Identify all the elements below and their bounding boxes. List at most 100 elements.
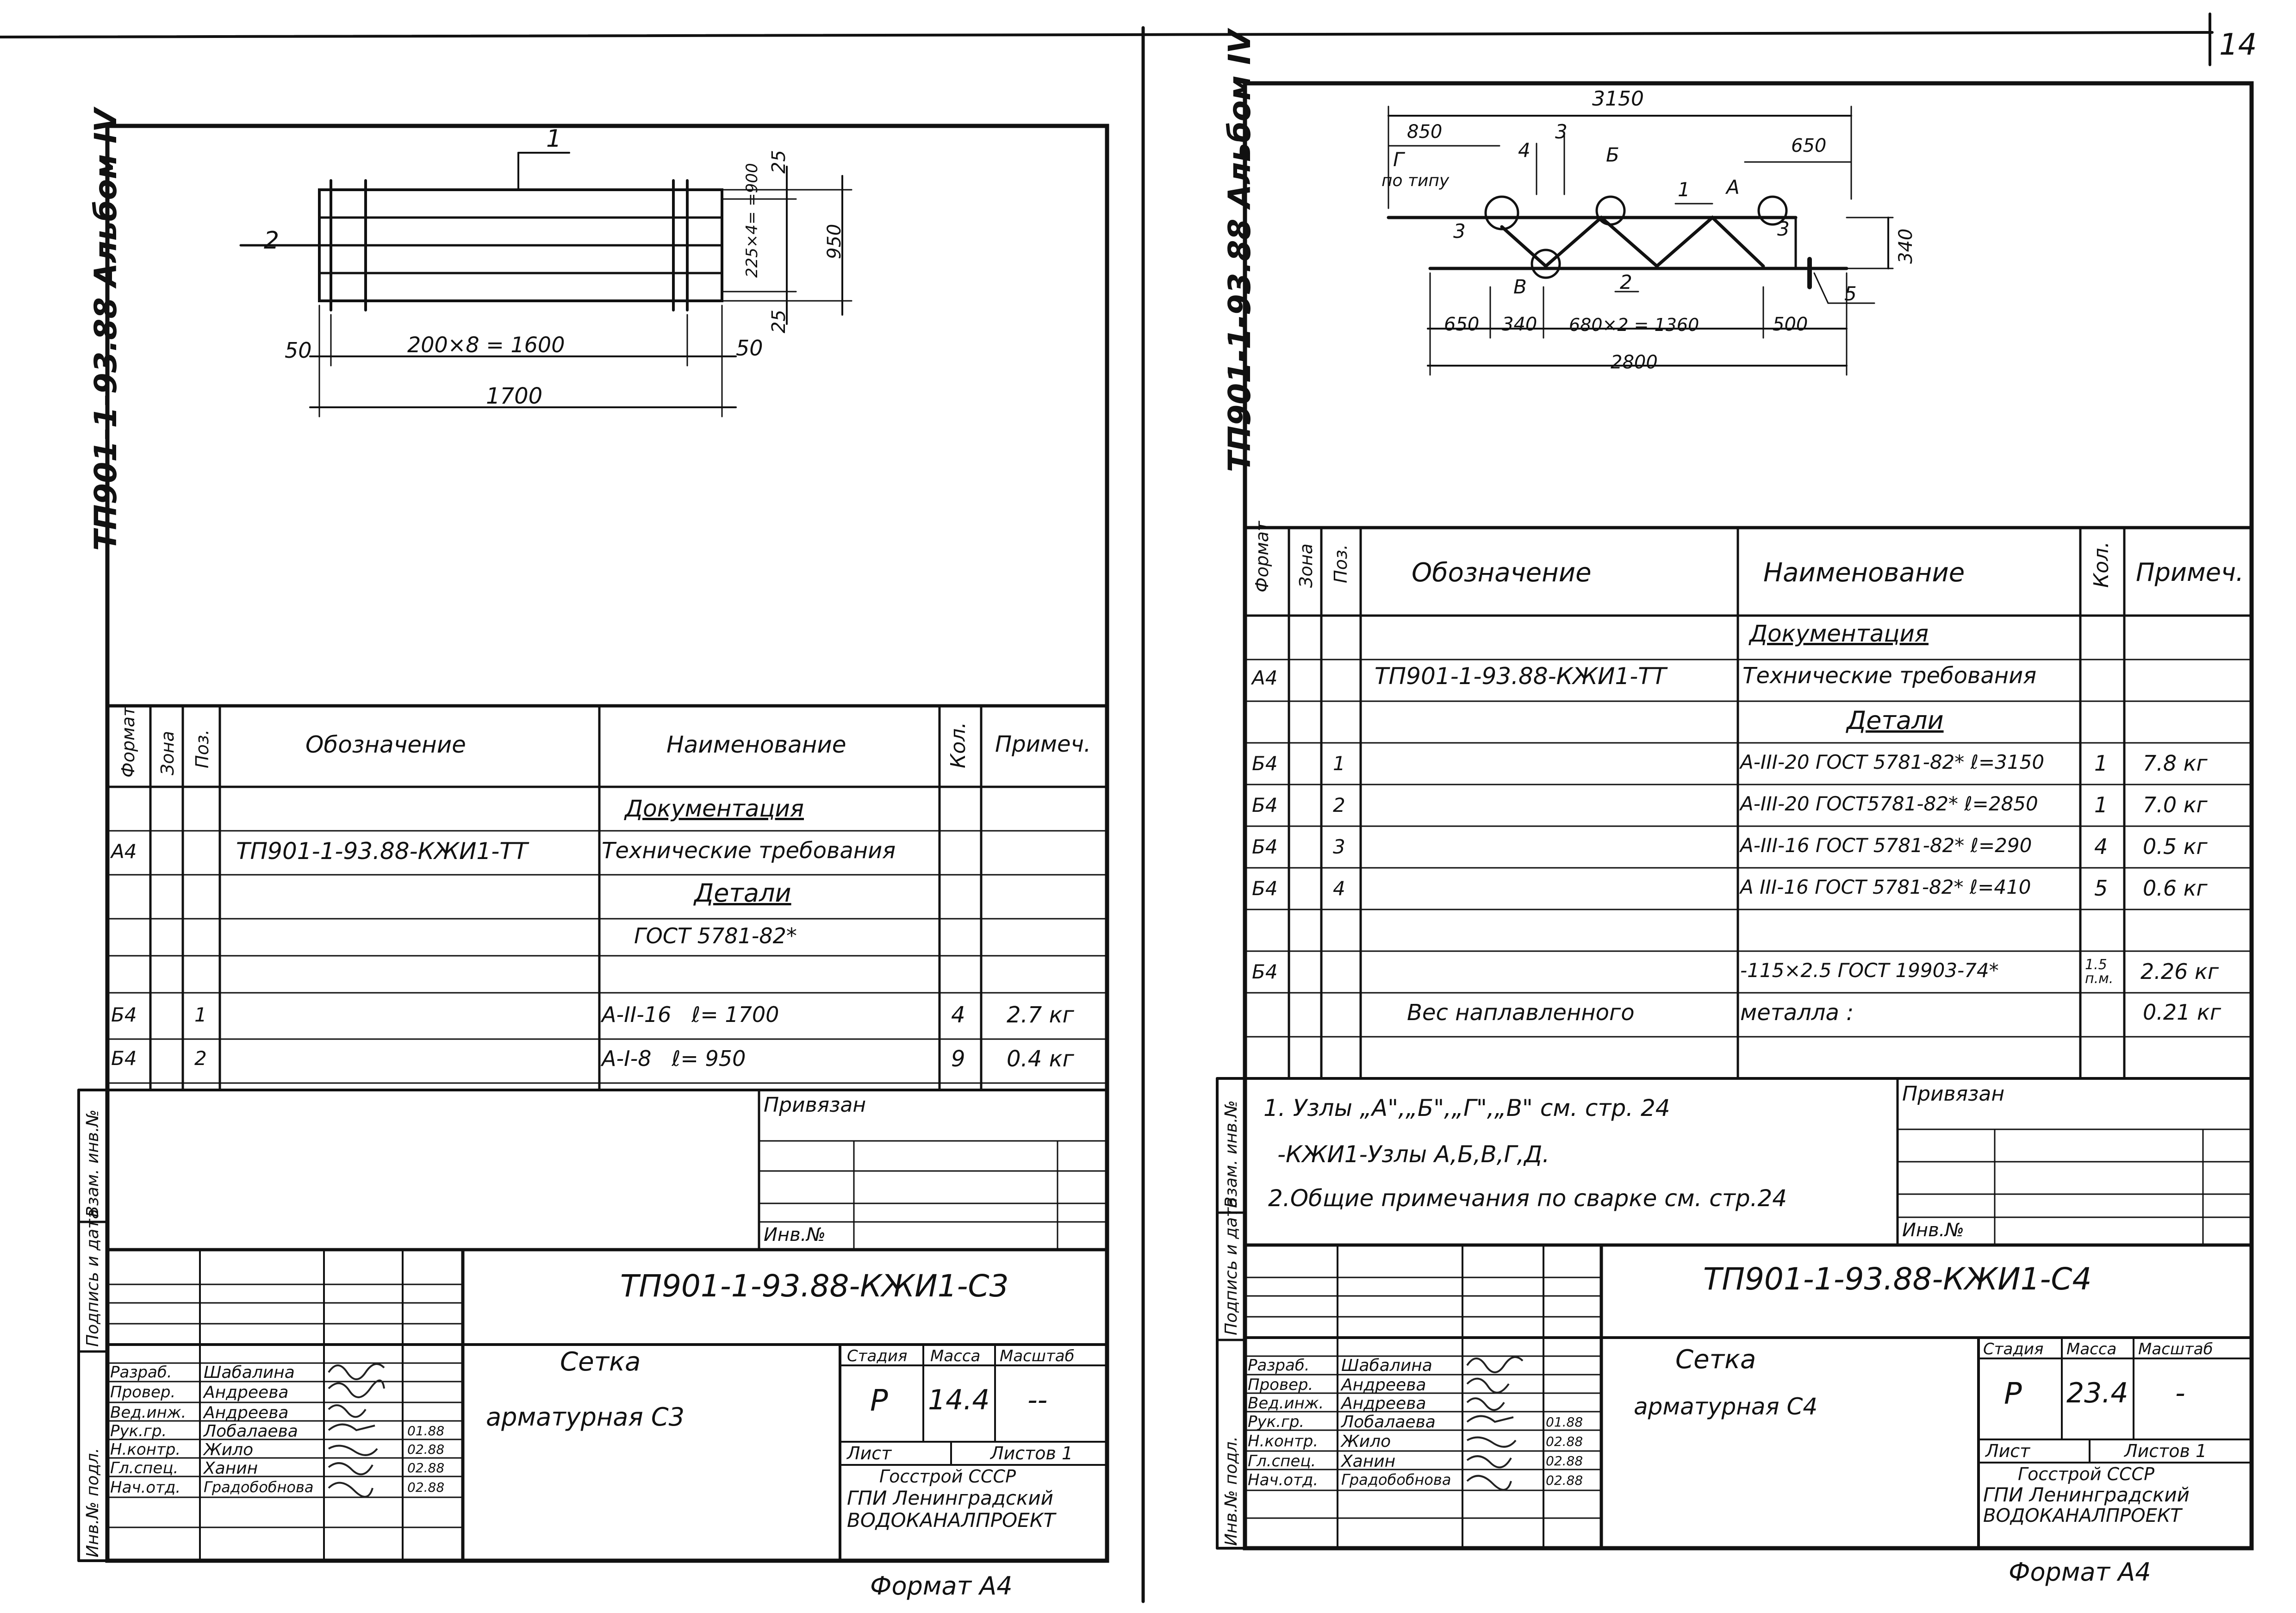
right-dim-height: 340 <box>1895 228 1916 264</box>
left-org-1: Госстрой СССР <box>879 1466 1016 1487</box>
left-stamp-side-2: Подпись и дата <box>83 1208 102 1347</box>
person-role: Нач.отд. <box>110 1478 181 1497</box>
right-row-name: -115×2.5 ГОСТ 19903-74* <box>1740 959 1999 982</box>
right-row-note: 0.5 кг <box>2143 834 2208 859</box>
person-role: Гл.спец. <box>1248 1452 1316 1470</box>
left-org-3: ВОДОКАНАЛПРОЕКТ <box>847 1509 1056 1532</box>
person-name: Ханин <box>1341 1452 1396 1471</box>
right-privyazan: Привязан <box>1902 1082 2005 1106</box>
person-name: Жило <box>1341 1432 1391 1451</box>
left-stamp-side-3: Взам. инв.№ <box>83 1109 102 1217</box>
right-node-b: Б <box>1606 143 1619 166</box>
left-inv-no: Инв.№ <box>764 1224 826 1246</box>
right-row-format: Б4 <box>1252 960 1278 983</box>
left-row-gost: ГОСТ 5781-82* <box>634 923 797 948</box>
right-row-designation: Вес наплавленного <box>1407 1000 1635 1026</box>
right-row-designation: ТП901-1-93.88-КЖИ1-ТТ <box>1375 663 1667 690</box>
left-privyazan: Привязан <box>764 1093 866 1117</box>
left-row-format: А4 <box>111 840 137 863</box>
left-stage-label: Стадия <box>847 1347 908 1365</box>
right-org-2: ГПИ Ленинградский <box>1983 1483 2190 1506</box>
person-date: 01.88 <box>1546 1414 1583 1430</box>
person-date: 02.88 <box>407 1480 445 1495</box>
right-row-details: Детали <box>1847 706 1944 735</box>
person-date: 02.88 <box>1546 1453 1583 1469</box>
right-node-g: Г <box>1393 148 1404 171</box>
left-row-name: Технические требования <box>602 838 896 864</box>
left-row-name: А-I-8 ℓ= 950 <box>602 1046 746 1071</box>
left-dim-end-left: 50 <box>285 338 312 363</box>
right-dim-bottom-total: 2800 <box>1611 352 1658 373</box>
right-p2: 2 <box>1620 271 1632 293</box>
right-p3-right: 3 <box>1777 218 1790 240</box>
left-row-name: А-II-16 ℓ= 1700 <box>602 1002 779 1027</box>
left-org-2: ГПИ Ленинградский <box>847 1487 1053 1509</box>
right-dim-b4: 500 <box>1773 314 1808 335</box>
right-row-qty: 1 <box>2094 792 2108 817</box>
left-hdr-zone: Зона <box>157 731 178 775</box>
right-row-pos: 2 <box>1333 794 1345 816</box>
left-dim-pos2: 2 <box>264 227 280 255</box>
left-row-doc: Документация <box>625 795 804 822</box>
right-note-3: 2.Общие примечания по сварке см. стр.24 <box>1268 1185 1787 1212</box>
right-p5: 5 <box>1844 282 1857 305</box>
person-name: Шабалина <box>1341 1356 1432 1375</box>
right-scale-label: Масштаб <box>2138 1340 2213 1358</box>
right-row-qty: 4 <box>2094 834 2108 859</box>
right-row-qty: 1 <box>2094 751 2108 776</box>
right-stage: Р <box>2004 1377 2022 1411</box>
left-dim-height-total: 950 <box>824 224 845 259</box>
left-hdr-name: Наименование <box>666 731 846 758</box>
left-row-qty: 9 <box>951 1046 965 1072</box>
left-row-details: Детали <box>694 878 791 908</box>
left-item-name-2: арматурная С3 <box>486 1402 684 1432</box>
person-role: Провер. <box>110 1383 176 1401</box>
left-row-note: 2.7 кг <box>1007 1002 1074 1028</box>
right-dim-b2: 340 <box>1502 314 1537 335</box>
right-node-a: А <box>1726 176 1740 199</box>
left-doc-code: ТП901-1-93.88-КЖИ1-С3 <box>620 1268 1009 1304</box>
person-name: Градобобнова <box>1341 1471 1451 1488</box>
left-format-label: Формат А4 <box>870 1571 1013 1601</box>
right-p1: 1 <box>1678 178 1690 201</box>
left-mass: 14.4 <box>928 1384 990 1416</box>
right-stamp-side-2: Подпись и дата <box>1222 1197 1241 1335</box>
right-inv-no: Инв.№ <box>1902 1220 1964 1241</box>
right-row-qty: 5 <box>2094 876 2108 901</box>
person-name: Андреева <box>204 1403 289 1422</box>
left-hdr-note: Примеч. <box>995 731 1091 757</box>
right-dim-top-left: 850 <box>1407 121 1443 143</box>
right-row-doc: Документация <box>1749 620 1929 647</box>
person-role: Рук.гр. <box>110 1422 167 1440</box>
left-hdr-qty: Кол. <box>946 722 970 768</box>
right-side-title: ТП901-1-93.88 Альбом IV <box>1222 30 1257 472</box>
left-row-qty: 4 <box>951 1002 965 1028</box>
person-date: 02.88 <box>1546 1473 1583 1488</box>
person-name: Лобалаева <box>204 1422 298 1441</box>
left-dim-width-total: 1700 <box>486 383 543 409</box>
person-role: Рук.гр. <box>1248 1413 1305 1431</box>
right-row-name: А-III-16 ГОСТ 5781-82* ℓ=290 <box>1740 834 2032 857</box>
right-row-name: металла : <box>1740 1000 1854 1026</box>
person-name: Шабалина <box>204 1363 295 1382</box>
right-format-label: Формат А4 <box>2009 1557 2151 1587</box>
right-row-format: А4 <box>1252 666 1278 689</box>
right-row-format: Б4 <box>1252 794 1278 816</box>
right-row-note: 7.8 кг <box>2143 751 2208 776</box>
left-dim-spacing: 200×8 = 1600 <box>407 332 565 357</box>
right-row-pos: 1 <box>1333 752 1345 775</box>
right-p4: 4 <box>1518 139 1531 162</box>
right-item-name-2: арматурная С4 <box>1634 1393 1818 1420</box>
person-date: 02.88 <box>407 1460 445 1476</box>
right-mass-label: Масса <box>2066 1340 2117 1358</box>
left-scale: -- <box>1027 1384 1048 1416</box>
right-row-note: 7.0 кг <box>2143 792 2208 817</box>
left-row-pos: 1 <box>194 1003 207 1026</box>
person-role: Провер. <box>1248 1376 1313 1394</box>
left-dim-pos1: 1 <box>546 125 562 153</box>
right-row-qty: 1.5 п.м. <box>2085 957 2114 987</box>
right-row-name: А-III-20 ГОСТ5781-82* ℓ=2850 <box>1740 792 2038 815</box>
right-dim-b1: 650 <box>1444 314 1480 335</box>
left-row-format: Б4 <box>111 1003 137 1026</box>
